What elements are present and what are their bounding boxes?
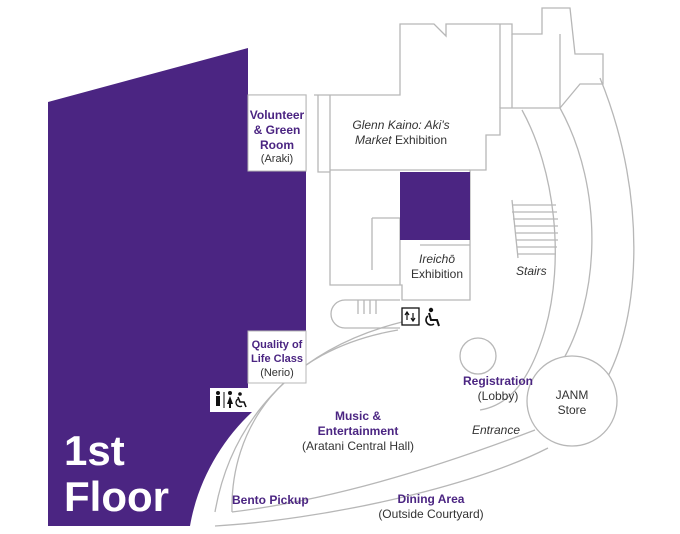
restroom-icon xyxy=(216,391,247,408)
ireicho-purple-room xyxy=(400,172,470,240)
upper-building-outline xyxy=(314,7,604,301)
entrance-label: Entrance xyxy=(472,423,521,437)
bento-pickup-label: Bento Pickup xyxy=(232,493,309,507)
stairs-label: Stairs xyxy=(516,264,547,278)
janm-store-label: JANM Store xyxy=(555,388,589,417)
exhibition-label: Glenn Kaino: Aki's Market Exhibition xyxy=(352,118,450,147)
ireicho-label: Ireichō Exhibition xyxy=(410,252,464,281)
wheelchair-icon xyxy=(425,307,440,327)
dining-area-label: Dining Area (Outside Courtyard) xyxy=(378,492,484,521)
music-entertainment-label: Music & Entertainment (Aratani Central H… xyxy=(301,409,415,453)
volunteer-room-label: Volunteer & Green Room (Araki) xyxy=(249,108,305,165)
registration-label: Registration (Lobby) xyxy=(462,374,533,403)
floor-title: 1st Floor xyxy=(64,427,169,520)
elevator-icon xyxy=(401,307,420,326)
quality-of-life-label: Quality of Life Class (Nerio) xyxy=(251,339,303,379)
main-purple-area xyxy=(48,48,306,526)
